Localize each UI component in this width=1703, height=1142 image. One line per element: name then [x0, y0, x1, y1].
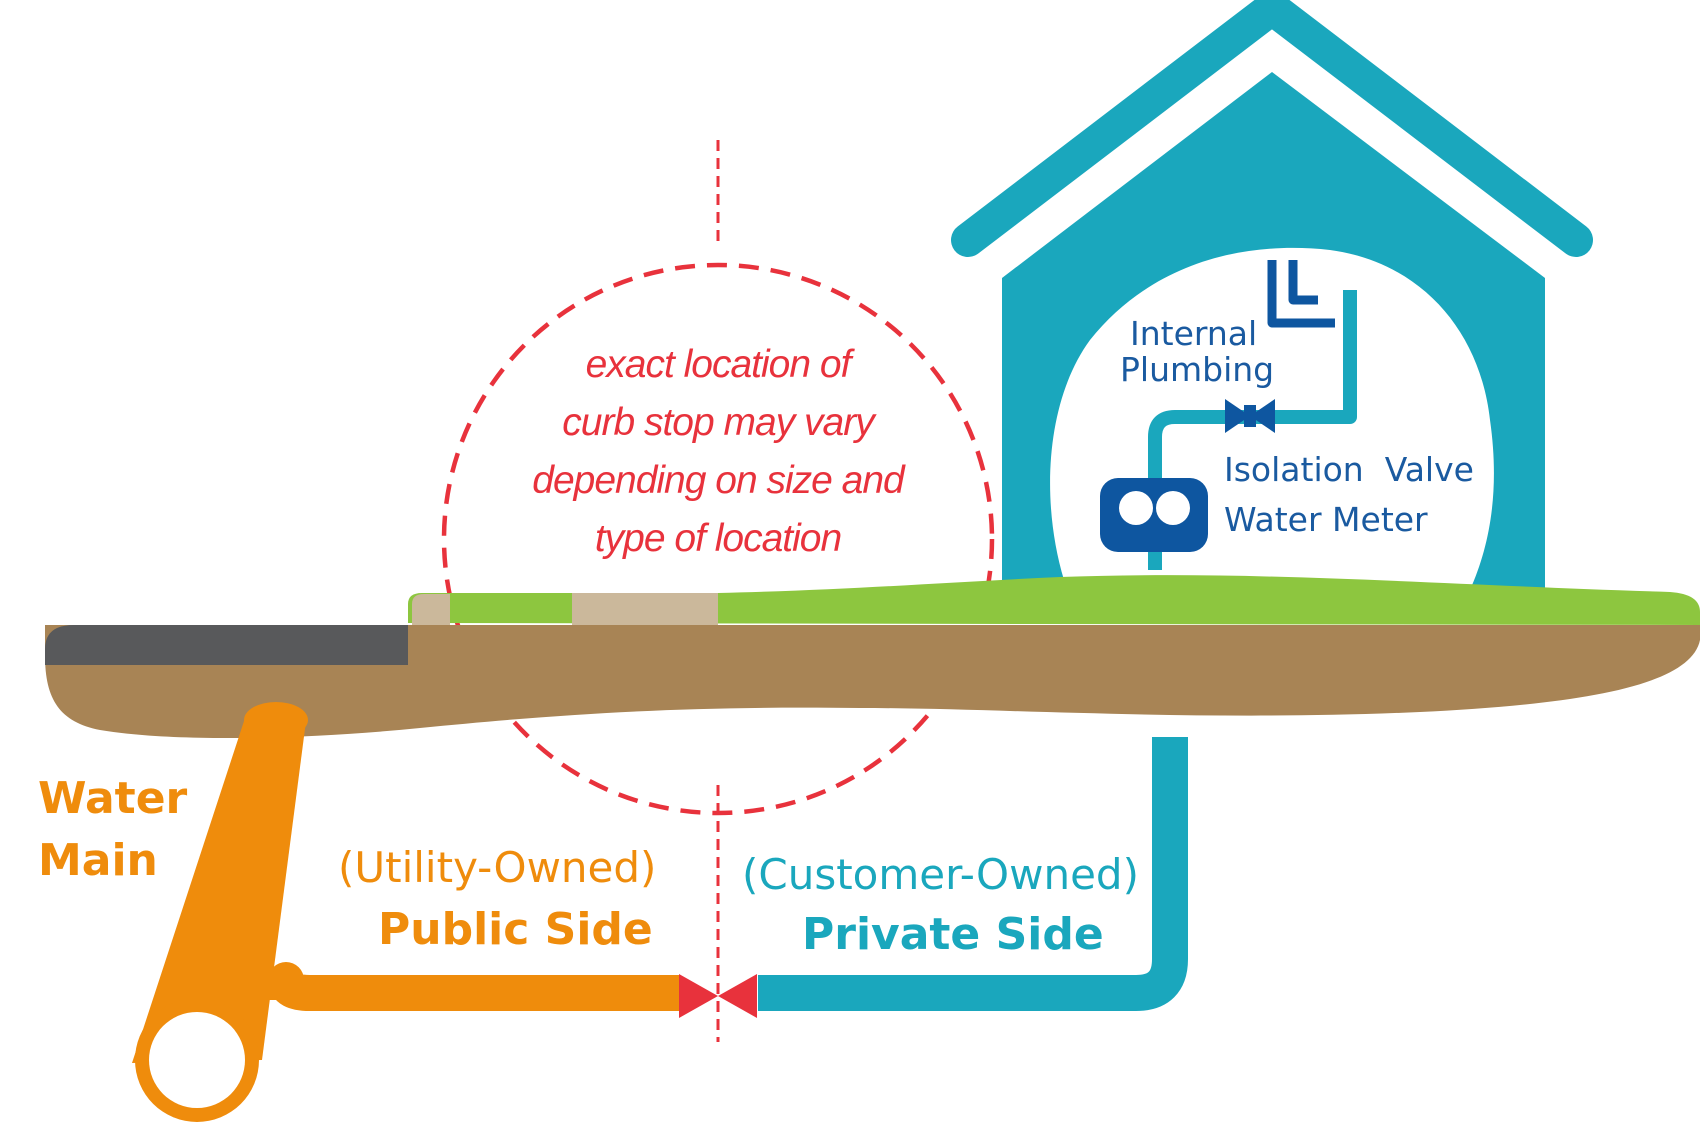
internal-plumbing-label: Internal Plumbing: [1120, 314, 1275, 390]
isolation-valve-label: Isolation Valve: [1224, 450, 1474, 489]
internal-plumbing: [1148, 260, 1357, 570]
isolation-valve: [1225, 399, 1275, 433]
public-service-line: [268, 962, 680, 1011]
private-service-line: [758, 737, 1188, 1011]
grass-strip: [408, 575, 1700, 625]
curb-stop-note: exact location of curb stop may vary dep…: [468, 336, 968, 568]
water-meter-icon: [1100, 478, 1208, 552]
house-roof: [951, 0, 1593, 257]
private-ownership-label: (Customer-Owned): [742, 850, 1139, 899]
soil: [45, 625, 1700, 739]
water-meter-label: Water Meter: [1224, 500, 1428, 539]
water-main-pipe: [132, 702, 308, 1122]
water-main-line-1: Water: [38, 773, 188, 824]
road: [45, 625, 408, 665]
curb-stop-valve: [679, 974, 757, 1018]
note-line-4: type of location: [594, 517, 842, 560]
water-main-label: Water Main: [38, 768, 187, 891]
curb: [412, 594, 450, 625]
note-line-2: curb stop may vary: [562, 401, 874, 444]
internal-line-1: Internal: [1130, 314, 1258, 353]
water-main-line-2: Main: [38, 834, 158, 886]
public-ownership-label: (Utility-Owned): [338, 843, 657, 892]
note-line-3: depending on size and: [532, 459, 905, 502]
private-side-label: Private Side: [802, 909, 1104, 960]
note-line-1: exact location of: [585, 343, 852, 386]
sidewalk: [572, 593, 718, 625]
public-side-label: Public Side: [378, 904, 653, 955]
internal-line-2: Plumbing: [1120, 350, 1275, 390]
ground: [45, 575, 1700, 739]
